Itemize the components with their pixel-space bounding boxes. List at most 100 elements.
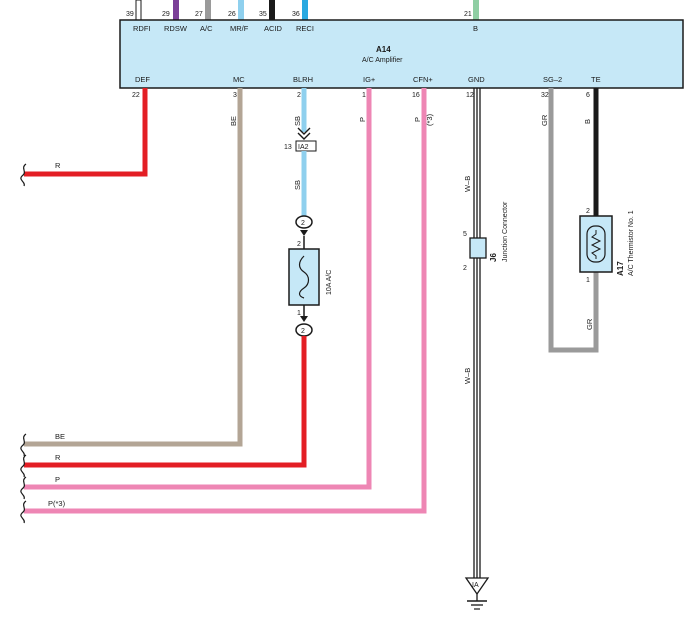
fuse-10a bbox=[288, 248, 320, 306]
break-r bbox=[20, 454, 27, 478]
wire-reci bbox=[302, 0, 308, 20]
thermistor-pin-bottom: 1 bbox=[586, 277, 590, 284]
term-reci: RECI bbox=[296, 24, 314, 33]
pin-num-3: 3 bbox=[233, 92, 237, 99]
fuse-node-bottom-num: 2 bbox=[301, 328, 305, 335]
top-stub-wires bbox=[135, 0, 479, 21]
term-sg2: SG–2 bbox=[543, 75, 562, 84]
pin-num-36: 36 bbox=[292, 11, 300, 18]
amplifier-code: A14 bbox=[376, 45, 391, 54]
wire-gnd-wb-upper bbox=[473, 88, 481, 238]
term-rdsw: RDSW bbox=[164, 24, 188, 33]
wire-b-top bbox=[473, 0, 479, 20]
left-label-p3: P(*3) bbox=[48, 499, 66, 508]
connector-ia2-label: IA2 bbox=[298, 144, 309, 151]
fuse-node-top-num: 2 bbox=[301, 220, 305, 227]
wire-mrf bbox=[238, 0, 244, 20]
left-breaks bbox=[20, 163, 27, 524]
wire-ig-pink bbox=[24, 88, 372, 490]
label-p3-cfn: (*3) bbox=[425, 113, 434, 126]
wire-cfn-pink bbox=[24, 88, 427, 514]
label-p-cfn: P bbox=[413, 117, 422, 122]
junction-j6 bbox=[469, 237, 487, 259]
term-b: B bbox=[473, 24, 478, 33]
junction-pin-top: 5 bbox=[463, 231, 467, 238]
thermistor-element bbox=[586, 225, 606, 263]
amplifier-name: A/C Amplifier bbox=[362, 57, 403, 64]
term-ac: A/C bbox=[200, 24, 213, 33]
pin-num-6: 6 bbox=[586, 92, 590, 99]
wire-mc-tan bbox=[24, 88, 243, 447]
top-terminals: RDFI RDSW A/C MR/F ACID RECI B bbox=[133, 24, 478, 33]
pin-num-35: 35 bbox=[259, 11, 267, 18]
connector-chevron-2 bbox=[297, 132, 311, 140]
term-acid: ACID bbox=[264, 24, 283, 33]
left-label-p: P bbox=[55, 475, 60, 484]
pin-num-39: 39 bbox=[126, 11, 134, 18]
wire-blrh-red bbox=[24, 336, 307, 468]
label-p-ig: P bbox=[358, 117, 367, 122]
ground-code: IA bbox=[472, 582, 479, 589]
junction-code: J6 bbox=[489, 253, 498, 262]
fuse-pin-bottom: 1 bbox=[297, 310, 301, 317]
amplifier-box bbox=[119, 19, 684, 89]
left-label-r: R bbox=[55, 453, 61, 462]
left-label-r-top: R bbox=[55, 161, 61, 170]
thermistor-code: A17 bbox=[616, 261, 625, 276]
fuse-element bbox=[298, 255, 310, 299]
ground-triangle bbox=[464, 577, 490, 596]
thermistor-a17 bbox=[579, 215, 613, 273]
wire-rdfi bbox=[135, 0, 142, 21]
pin-num-12: 12 bbox=[466, 92, 474, 99]
break-p3 bbox=[20, 500, 27, 524]
term-mc: MC bbox=[233, 75, 245, 84]
connector-ia2-pin: 13 bbox=[284, 144, 292, 151]
break-p bbox=[20, 476, 27, 500]
break-r-top bbox=[20, 163, 27, 187]
label-b-te: B bbox=[583, 119, 592, 124]
pin-num-26: 26 bbox=[228, 11, 236, 18]
fuse-node-bottom-arrow bbox=[300, 316, 308, 322]
term-te: TE bbox=[591, 75, 601, 84]
pin-num-29: 29 bbox=[162, 11, 170, 18]
fuse-node-top-arrow bbox=[300, 230, 308, 236]
term-blrh: BLRH bbox=[293, 75, 313, 84]
term-rdfi: RDFI bbox=[133, 24, 151, 33]
wire-acid bbox=[269, 0, 275, 20]
fuse-label: 10A A/C bbox=[326, 270, 333, 295]
wire-sg2-gray bbox=[548, 88, 599, 353]
label-gr-1: GR bbox=[540, 114, 549, 126]
bottom-pin-numbers: 22 3 2 1 16 12 32 6 bbox=[132, 92, 590, 99]
wire-rdsw bbox=[173, 0, 179, 20]
fuse-node-top bbox=[295, 215, 313, 229]
term-mrf: MR/F bbox=[230, 24, 249, 33]
junction-pin-bottom: 2 bbox=[463, 265, 467, 272]
label-wb-2: W–B bbox=[463, 368, 472, 384]
label-sb-2: SB bbox=[293, 180, 302, 190]
label-gr-2: GR bbox=[585, 318, 594, 330]
pin-num-1: 1 bbox=[362, 92, 366, 99]
pin-num-32: 32 bbox=[541, 92, 549, 99]
term-ig: IG+ bbox=[363, 75, 376, 84]
pin-num-22: 22 bbox=[132, 92, 140, 99]
pin-num-16: 16 bbox=[412, 92, 420, 99]
term-def: DEF bbox=[135, 75, 150, 84]
thermistor-resistor bbox=[590, 230, 602, 259]
wire-def-red bbox=[24, 88, 148, 177]
junction-name: Junction Connector bbox=[502, 201, 509, 262]
break-be bbox=[20, 433, 27, 457]
fuse-pin-top: 2 bbox=[297, 241, 301, 248]
thermistor-pin-top: 2 bbox=[586, 208, 590, 215]
pin-num-2: 2 bbox=[297, 92, 301, 99]
term-cfn: CFN+ bbox=[413, 75, 433, 84]
term-gnd: GND bbox=[468, 75, 485, 84]
label-sb-1: SB bbox=[293, 116, 302, 126]
left-label-be: BE bbox=[55, 432, 65, 441]
label-be-vertical: BE bbox=[229, 116, 238, 126]
bottom-terminals: DEF MC BLRH IG+ CFN+ GND SG–2 TE bbox=[135, 75, 601, 84]
pin-num-27: 27 bbox=[195, 11, 203, 18]
connector-chevron-1 bbox=[297, 127, 311, 135]
wire-gnd-wb-lower bbox=[473, 258, 481, 578]
top-pin-numbers: 39 29 27 26 35 36 21 bbox=[126, 11, 472, 18]
